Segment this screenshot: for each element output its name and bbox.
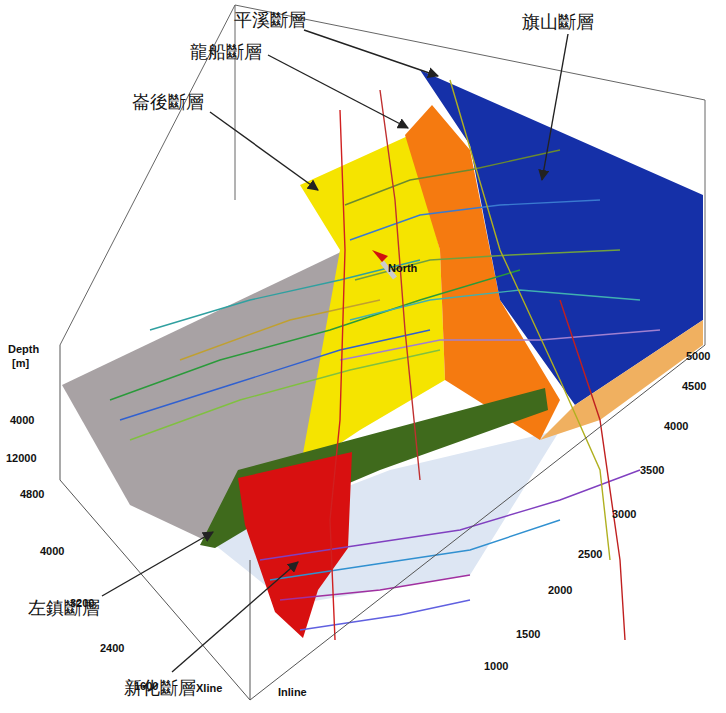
tick-number: 12000	[6, 452, 37, 465]
axis-title: Xline	[196, 682, 222, 695]
tick-number: 4000	[10, 414, 34, 427]
tick-number: 4800	[20, 488, 44, 501]
tick-number: 2500	[578, 548, 602, 561]
fault-name: 新化斷層	[124, 678, 196, 699]
axis-title: Inline	[278, 686, 307, 699]
tick-number: 4000	[664, 420, 688, 433]
tick-number: 1000	[484, 660, 508, 673]
axis-title: [m]	[12, 357, 29, 370]
fault-name: 旗山斷層	[522, 12, 594, 33]
tick-number: 2400	[100, 642, 124, 655]
tick-number: 3500	[640, 464, 664, 477]
tick-number: 1500	[516, 628, 540, 641]
fault-name: 崙後斷層	[132, 92, 204, 113]
axis-title: Depth	[8, 343, 39, 356]
fault-name: 龍船斷層	[190, 42, 262, 63]
fault-name: 平溪斷層	[234, 10, 306, 31]
fault-name: 左鎮斷層	[28, 598, 100, 619]
tick-number: 2000	[548, 584, 572, 597]
tick-number: 4500	[682, 380, 706, 393]
tick-number: 5000	[686, 350, 710, 363]
tick-number: 4000	[40, 545, 64, 558]
north-label: North	[388, 262, 417, 275]
tick-number: 3000	[612, 508, 636, 521]
